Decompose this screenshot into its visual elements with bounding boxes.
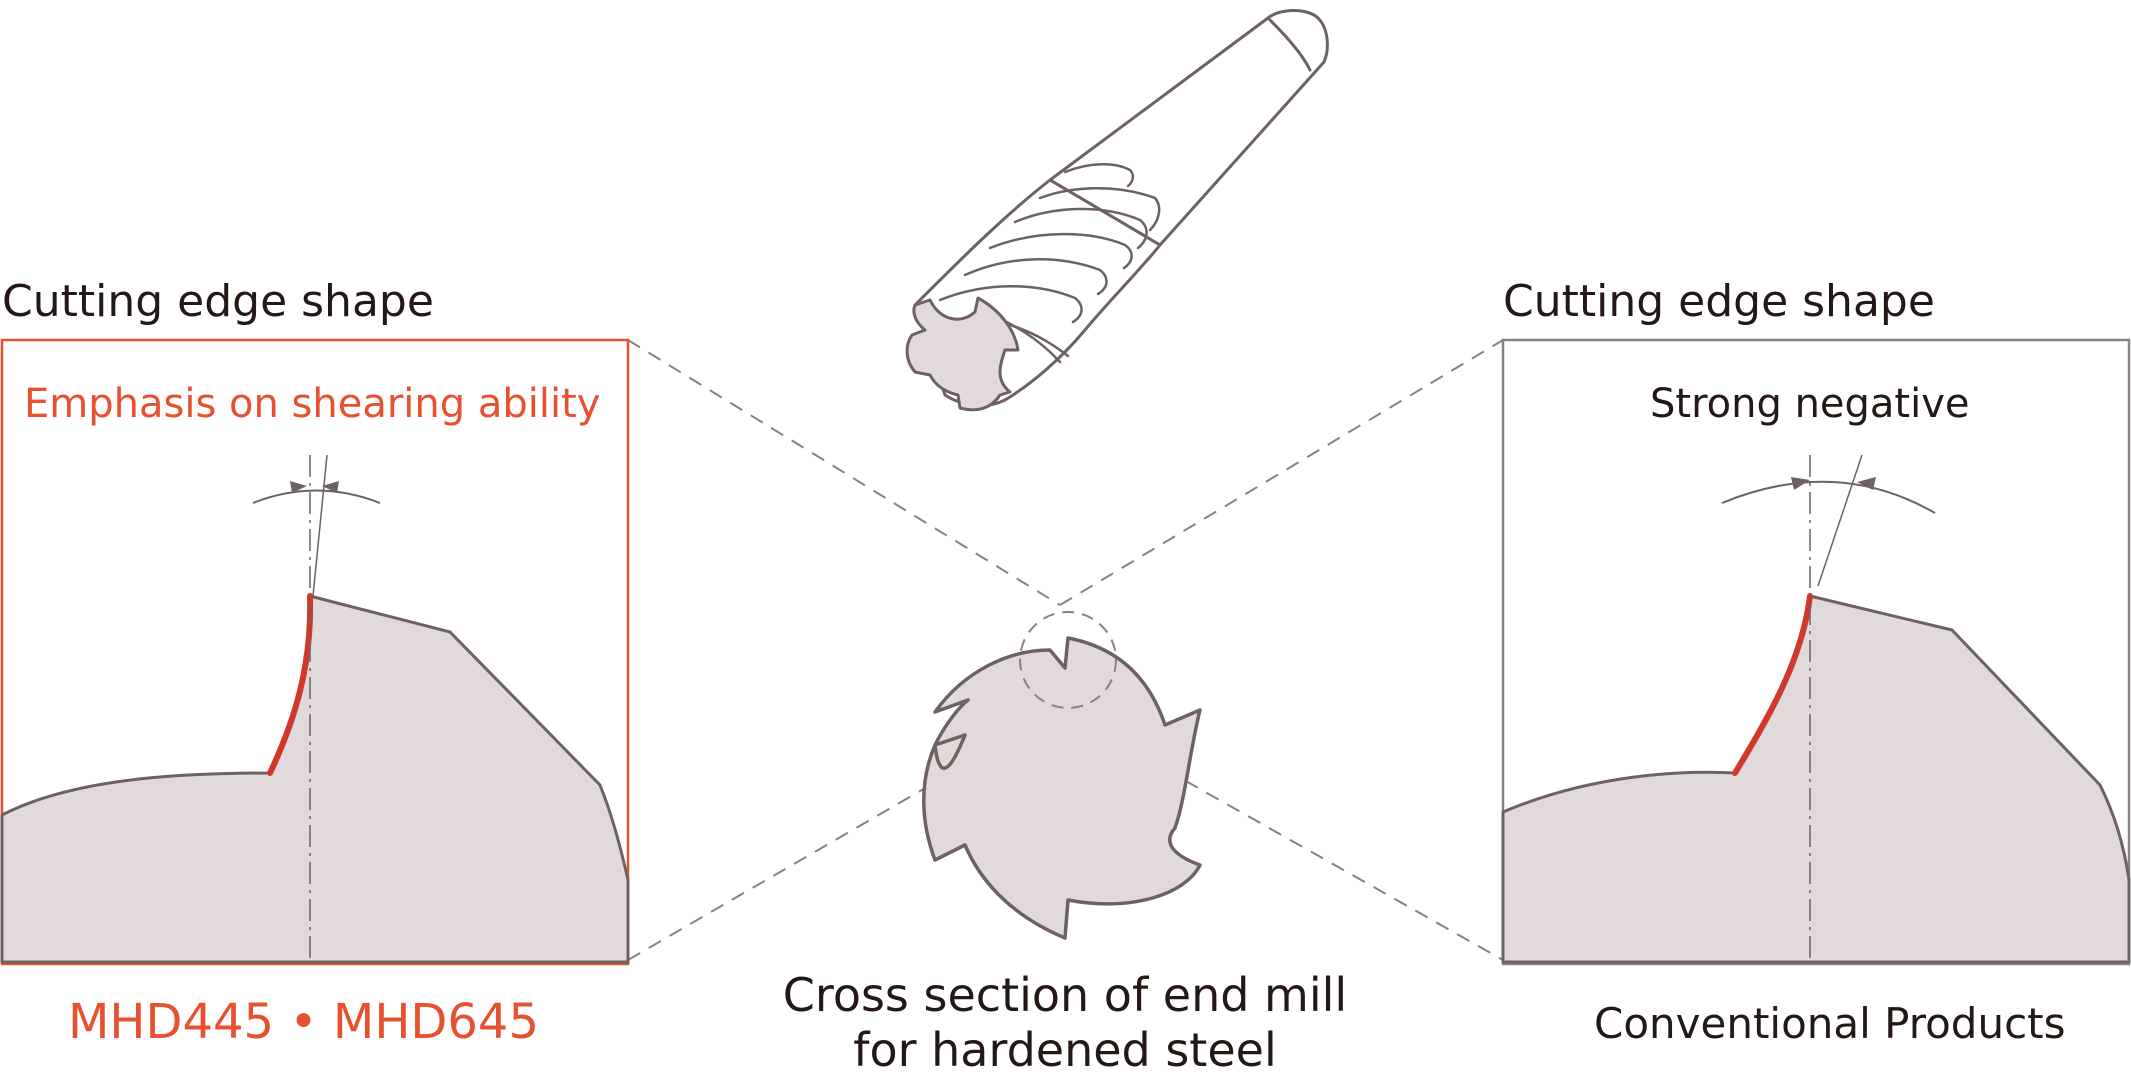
left-angle-arc xyxy=(252,489,381,504)
center-caption: Cross section of end mill for hardened s… xyxy=(780,968,1350,1078)
left-rake-line xyxy=(312,454,328,597)
left-arrow-head-b xyxy=(322,481,339,493)
left-panel-emphasis: Emphasis on shearing ability xyxy=(24,381,601,427)
right-panel-heading: Cutting edge shape xyxy=(1503,276,1935,327)
end-mill-illustration xyxy=(905,9,1329,412)
end-mill-tip xyxy=(905,296,1020,412)
right-panel-emphasis: Strong negative xyxy=(1650,381,1970,427)
right-arrow-head-b xyxy=(1857,477,1876,490)
right-angle-arc xyxy=(1721,480,1936,514)
right-panel-product: Conventional Products xyxy=(1594,999,2066,1048)
center-caption-line2: for hardened steel xyxy=(853,1023,1277,1078)
left-panel-heading: Cutting edge shape xyxy=(2,276,434,327)
right-rake-line xyxy=(1817,454,1863,587)
center-caption-line1: Cross section of end mill xyxy=(782,968,1348,1022)
left-arrow-head-a xyxy=(290,481,307,493)
cross-section-illustration xyxy=(922,611,1202,940)
end-mill-shank xyxy=(1048,9,1329,247)
right-cutting-edge xyxy=(1732,593,1813,776)
left-panel-product: MHD445 • MHD645 xyxy=(68,994,539,1050)
right-edge-panel xyxy=(1501,338,2131,966)
cutting-edge-highlight xyxy=(1019,611,1117,709)
left-edge-panel xyxy=(0,338,630,966)
cross-section-shape xyxy=(922,636,1202,940)
right-arrow-head-a xyxy=(1791,477,1810,490)
